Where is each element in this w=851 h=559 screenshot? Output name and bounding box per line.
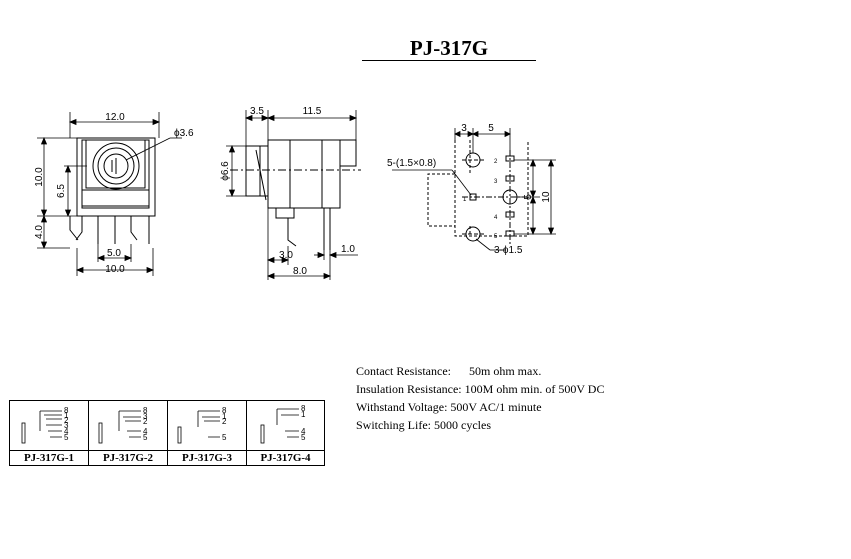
- side-nose-dim: 3.5: [250, 106, 264, 117]
- pcb-left-dim: 3: [461, 123, 467, 134]
- variant-pin: 5: [64, 433, 69, 442]
- variant-pin: 2: [222, 417, 227, 426]
- variant-pin: 8: [64, 406, 69, 415]
- variant-pin: 4: [301, 427, 306, 436]
- variant-pin: 3: [143, 412, 148, 421]
- pcb-slot-dim: 5-(1.5×0.8): [387, 158, 436, 169]
- variant-name: PJ-317G-3: [168, 450, 246, 465]
- variant-pin: 3: [64, 421, 69, 430]
- drawing-title: PJ-317G: [362, 36, 536, 61]
- front-center-dim: 6.5: [56, 184, 67, 198]
- pcb-pin-number: 2: [494, 159, 498, 165]
- variant-table: 8 1 2 3 4 5 PJ-317G-1 8 3 2 4 5 PJ-: [9, 400, 325, 466]
- side-view-dimensions: [226, 110, 358, 280]
- side-pin-width-dim: 1.0: [341, 244, 355, 255]
- pcb-right-dim: 5: [488, 123, 494, 134]
- variant-pin: 5: [301, 433, 306, 442]
- spec-switching-life: Switching Life: 5000 cycles: [356, 418, 491, 432]
- spec-withstand-voltage: Withstand Voltage: 500V AC/1 minute: [356, 400, 542, 414]
- front-pin-span-dim: 10.0: [105, 264, 125, 275]
- specifications: Contact Resistance: 50m ohm max. Insulat…: [356, 362, 604, 434]
- front-height-dim: 10.0: [34, 167, 45, 187]
- variant-pin: 5: [222, 433, 227, 442]
- front-pin-len-dim: 4.0: [34, 225, 45, 239]
- variant-pin: 1: [64, 411, 69, 420]
- side-view-outline: [230, 139, 361, 250]
- pcb-mid-dim: 5: [523, 194, 534, 200]
- variant-pin: 4: [64, 427, 69, 436]
- variant-name: PJ-317G-1: [10, 450, 88, 465]
- side-pin-reach-dim: 8.0: [293, 266, 307, 277]
- variant-pin: 1: [222, 412, 227, 421]
- variant-schematic-3: 8 1 2 5: [177, 406, 227, 444]
- pcb-pin-number: 1: [463, 197, 467, 203]
- variant-schematic-1: 8 1 2 3 4 5: [21, 406, 69, 444]
- pcb-pin-number: 4: [494, 215, 498, 221]
- pcb-pin-number: 5: [494, 234, 498, 240]
- variant-pin: 2: [143, 417, 148, 426]
- pcb-hole-dim: 3-ϕ1.5: [494, 245, 523, 256]
- variant-pin: 5: [143, 433, 148, 442]
- variant-pin: 8: [301, 404, 306, 413]
- front-width-dim: 12.0: [105, 112, 125, 123]
- variant-name: PJ-317G-2: [89, 450, 167, 465]
- variant-schematic-4: 8 1 4 5: [260, 404, 306, 444]
- variant-cell-4: 8 1 4 5 PJ-317G-4: [247, 401, 324, 465]
- variant-cell-1: 8 1 2 3 4 5 PJ-317G-1: [10, 401, 89, 465]
- front-view-outline: [69, 137, 156, 244]
- variant-cell-2: 8 3 2 4 5 PJ-317G-2: [89, 401, 168, 465]
- pcb-pin-number: 3: [494, 179, 498, 185]
- pcb-total-dim: 10: [541, 191, 552, 203]
- front-hole-dim: ϕ3.6: [174, 128, 194, 139]
- variant-pin: 8: [143, 406, 148, 415]
- spec-contact-resistance: Contact Resistance: 50m ohm max.: [356, 364, 542, 378]
- variant-cell-3: 8 1 2 5 PJ-317G-3: [168, 401, 247, 465]
- side-body-dim: 11.5: [303, 106, 322, 117]
- front-pin-pitch-dim: 5.0: [107, 248, 121, 259]
- variant-pin: 4: [143, 427, 148, 436]
- variant-schematic-2: 8 3 2 4 5: [98, 406, 148, 444]
- variant-pin: 1: [301, 410, 306, 419]
- spec-insulation-resistance: Insulation Resistance: 100M ohm min. of …: [356, 382, 605, 396]
- variant-pin: 2: [64, 416, 69, 425]
- pcb-layout-outline: [427, 140, 529, 245]
- side-pin-offset-dim: 3.0: [279, 250, 293, 261]
- variant-name: PJ-317G-4: [247, 450, 324, 465]
- front-view-dimensions: [37, 112, 182, 276]
- variant-pin: 8: [222, 406, 227, 415]
- pcb-layout-dimensions: [392, 128, 556, 251]
- side-dia-dim: ϕ6.6: [220, 161, 231, 181]
